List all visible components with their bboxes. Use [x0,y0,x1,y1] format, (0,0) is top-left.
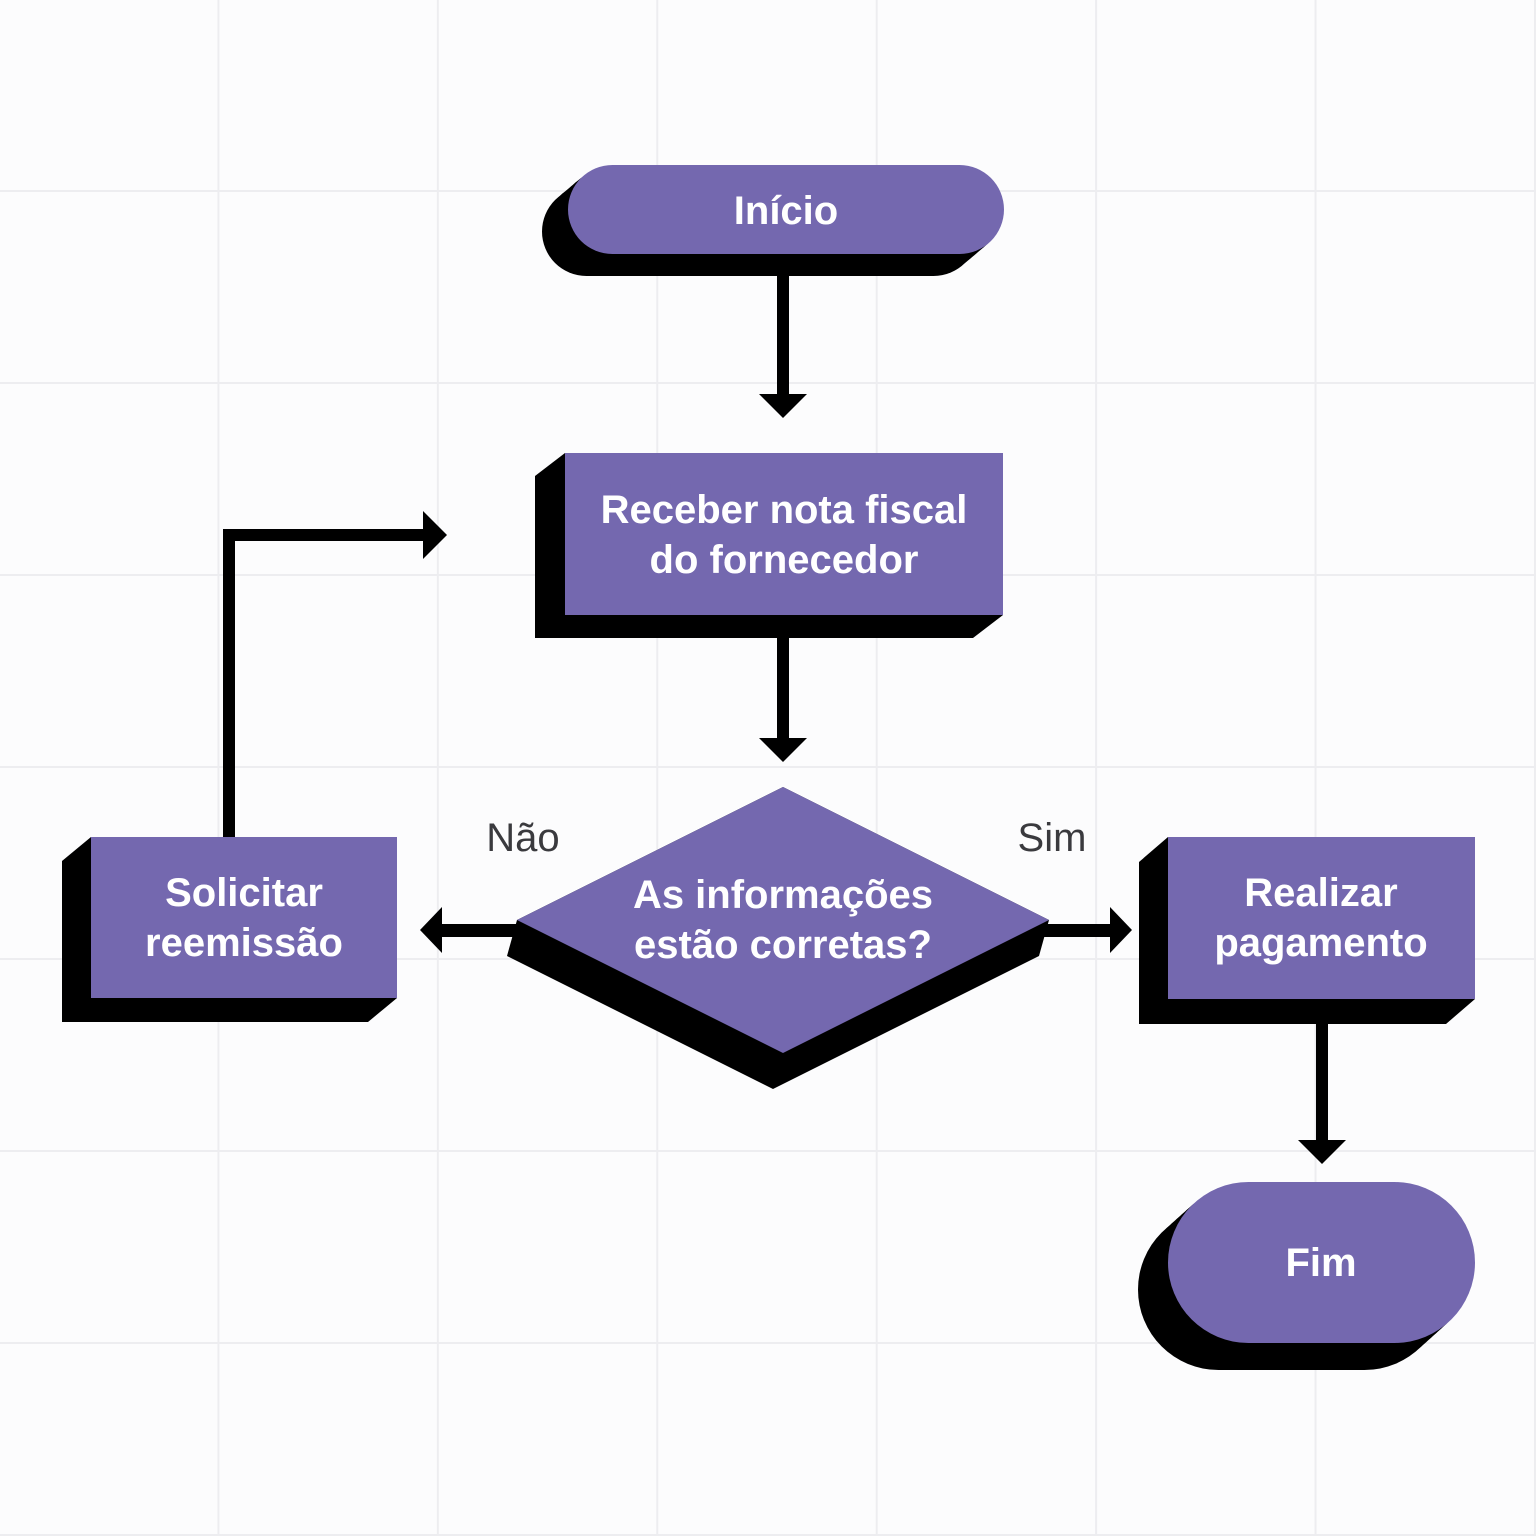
node-decisao-label-line2: estão corretas? [634,923,932,967]
node-realizar-box [1168,837,1475,999]
node-receber-label-line1: Receber nota fiscal [601,488,968,532]
node-inicio-label: Início [734,189,838,233]
node-solicitar-label-line1: Solicitar [165,871,323,915]
node-inicio: Início [542,165,1004,276]
node-solicitar: Solicitar reemissão [62,837,397,1022]
node-fim: Fim [1138,1182,1475,1370]
node-solicitar-box [91,837,397,998]
connector-line [1316,996,1328,1142]
node-decisao-diamond [517,787,1049,1053]
connector-line-vertical [223,529,235,839]
connector-line [777,605,789,740]
edge-decisao-to-solicitar [420,907,516,953]
arrowhead-down-icon [1298,1140,1346,1164]
connector-line-horizontal [223,529,425,541]
node-receber-label-line2: do fornecedor [650,538,919,582]
branch-label-sim: Sim [1018,816,1087,860]
node-realizar-label-line1: Realizar [1244,871,1397,915]
edge-realizar-to-fim [1298,996,1346,1164]
node-realizar-label-line2: pagamento [1214,921,1427,965]
arrowhead-left-icon [420,907,442,953]
connector-line [777,248,789,396]
branch-label-nao: Não [486,816,559,860]
arrowhead-down-icon [759,738,807,762]
arrowhead-right-icon [1110,907,1132,953]
arrowhead-down-icon [759,394,807,418]
node-receber: Receber nota fiscal do fornecedor [535,453,1003,638]
node-decisao: As informações estão corretas? [507,787,1049,1089]
edge-solicitar-to-receber [223,511,447,839]
node-realizar: Realizar pagamento [1139,837,1475,1024]
node-solicitar-label-line2: reemissão [145,921,343,965]
edge-decisao-to-realizar [1040,907,1132,953]
arrowhead-right-icon [423,511,447,559]
node-receber-box [565,453,1003,615]
edge-receber-to-decisao [759,605,807,762]
edge-inicio-to-receber [759,248,807,418]
node-decisao-label-line1: As informações [633,873,933,917]
node-fim-label: Fim [1285,1241,1356,1285]
connector-line [440,924,516,937]
connector-line [1040,924,1112,937]
